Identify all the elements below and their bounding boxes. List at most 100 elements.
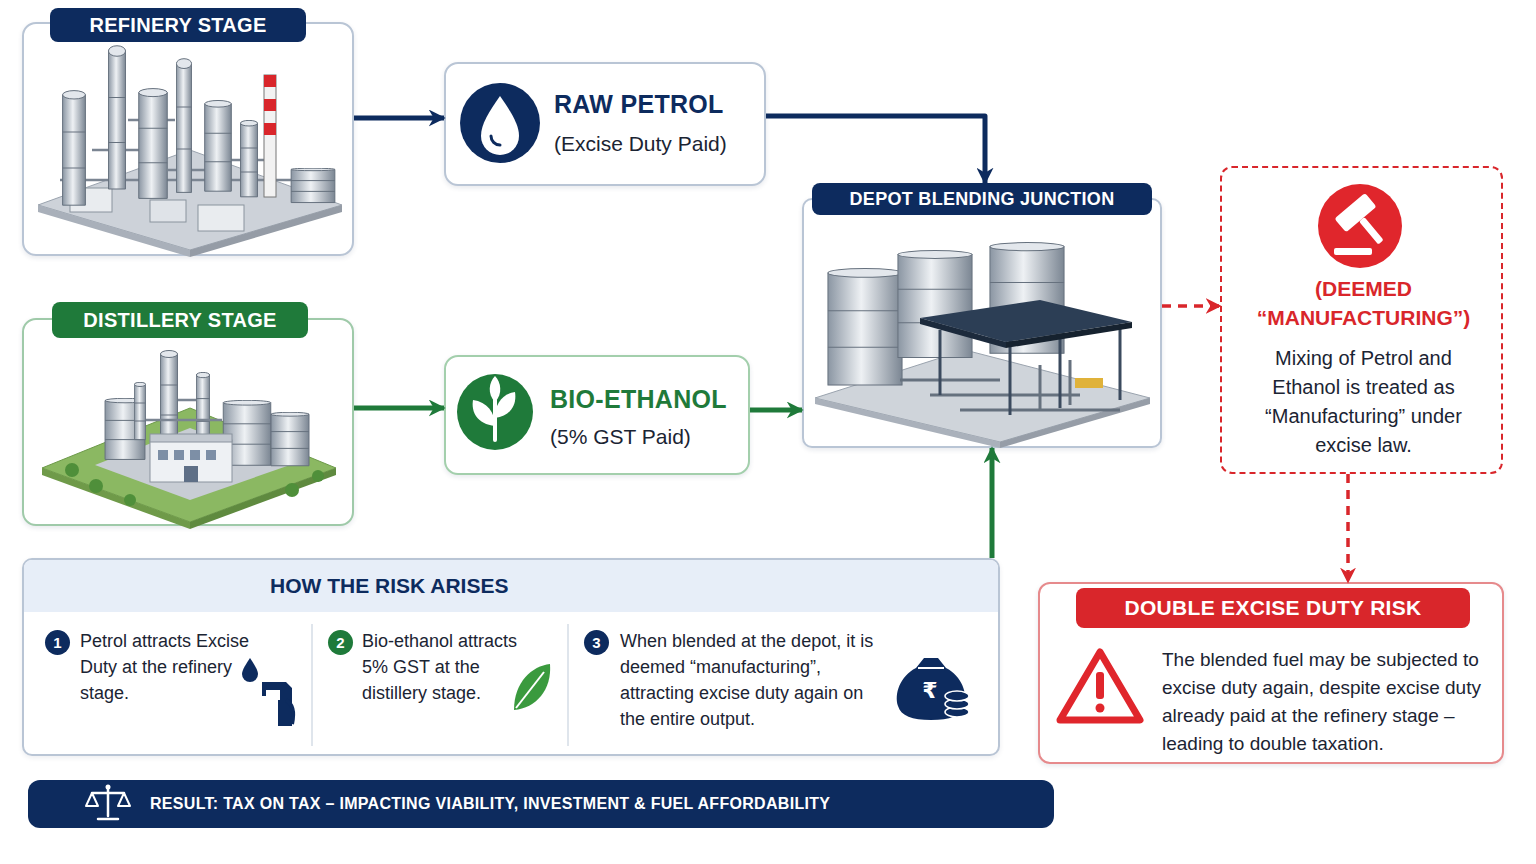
flow-arrow	[766, 116, 985, 183]
refinery-illustration-part	[60, 120, 300, 180]
refinery-illustration-part	[108, 46, 125, 189]
distillery-illustration-part	[184, 466, 198, 482]
sprout-icon-part	[473, 400, 495, 426]
refinery-illustration	[38, 46, 342, 257]
step-text: Petrol attracts Excise Duty at the refin…	[80, 628, 262, 706]
distillery-illustration-part	[89, 479, 103, 493]
callout-body: Mixing of Petrol and Ethanol is treated …	[1256, 344, 1471, 460]
stage-card: DISTILLERY STAGE	[22, 318, 354, 526]
product-title: BIO-ETHANOL	[550, 385, 746, 414]
refinery-illustration-part	[139, 89, 168, 199]
sprout-icon-part	[495, 392, 515, 418]
callout-number: 2	[328, 630, 353, 655]
product-box: BIO-ETHANOL (5% GST Paid)	[444, 355, 750, 475]
distillery-illustration-part	[150, 440, 232, 482]
money-bag-icon-part	[945, 699, 969, 709]
distillery-illustration-part	[105, 398, 145, 459]
refinery-illustration-part	[38, 205, 190, 257]
explanation-panel: HOW THE RISK ARISES 1 Petrol attracts Exci…	[22, 558, 1000, 756]
gavel-icon-part	[1318, 184, 1402, 268]
depot-illustration-part	[1006, 322, 1132, 348]
refinery-illustration-part	[205, 100, 232, 191]
gavel-icon-part-part	[1334, 193, 1376, 233]
distillery-illustration-part	[206, 450, 216, 460]
product-subtitle: (5% GST Paid)	[550, 425, 746, 449]
depot-illustration	[815, 243, 1150, 448]
sprout-icon-part	[457, 374, 533, 450]
distillery-illustration-part	[285, 483, 299, 497]
panel-dividers-part	[567, 624, 569, 746]
distillery-illustration-part	[150, 434, 232, 442]
distillery-illustration-part	[271, 412, 309, 465]
gavel-icon-part	[1334, 193, 1395, 255]
distillery-illustration-part	[190, 450, 200, 460]
flow-arrow	[1162, 304, 1220, 308]
distillery-illustration-part	[158, 450, 168, 460]
fuel-nozzle-icon-part	[242, 658, 258, 682]
depot-illustration-part	[900, 360, 1120, 410]
scales-icon-part	[86, 793, 130, 806]
step-text: When blended at the depot, it is deemed …	[620, 628, 884, 732]
currency-symbol: ₹	[915, 678, 945, 704]
callout-number: 3	[584, 630, 609, 655]
sprout-icon-part	[490, 376, 501, 402]
depot-illustration-part	[815, 398, 1000, 448]
depot-illustration-part	[1000, 398, 1150, 448]
junction-box: DEPOT BLENDING JUNCTION	[802, 183, 1162, 448]
refinery-illustration-part	[63, 91, 86, 206]
product-title: RAW PETROL	[554, 90, 759, 119]
refinery-illustration-part	[291, 168, 335, 202]
fuel-nozzle-icon	[242, 658, 293, 726]
junction-tab: DEPOT BLENDING JUNCTION	[812, 183, 1152, 215]
stage-card: REFINERY STAGE	[22, 22, 354, 256]
distillery-illustration-part	[174, 450, 184, 460]
distillery-illustration-part	[223, 400, 271, 465]
sprout-icon-part	[493, 400, 497, 440]
depot-illustration-part	[990, 243, 1064, 354]
depot-illustration-part	[940, 322, 1120, 415]
depot-illustration-part	[898, 251, 972, 358]
refinery-illustration-part	[150, 200, 186, 222]
scales-icon	[86, 785, 130, 820]
panel-heading: HOW THE RISK ARISES	[24, 560, 998, 612]
distillery-illustration-part	[134, 382, 145, 439]
fuel-nozzle-icon-part	[286, 700, 293, 724]
stage-tab: REFINERY STAGE	[50, 8, 306, 42]
distillery-illustration-part	[146, 400, 222, 420]
depot-illustration-part	[920, 318, 1006, 348]
fuel-drop-icon-part	[481, 96, 519, 155]
distillery-illustration-part	[42, 468, 190, 529]
money-bag-icon-part	[945, 707, 969, 717]
fuel-drop-icon-part	[460, 83, 540, 163]
fuel-nozzle-icon-part	[262, 682, 292, 726]
callout-number: 1	[45, 630, 70, 655]
result-text: RESULT: TAX ON TAX – IMPACTING VIABILITY…	[150, 780, 1045, 828]
depot-illustration-part	[920, 300, 1132, 342]
fuel-drop-icon	[460, 83, 540, 163]
leaf-icon	[514, 664, 550, 710]
gavel-icon-part	[1334, 248, 1372, 255]
stage-tab: DISTILLERY STAGE	[52, 302, 308, 338]
leaf-icon-part	[514, 664, 550, 710]
risk-tab: DOUBLE EXCISE DUTY RISK	[1076, 588, 1470, 628]
sprout-icon	[457, 374, 533, 450]
warning-icon-part	[1096, 704, 1105, 713]
distillery-illustration-part	[190, 468, 336, 529]
fuel-drop-icon-part	[491, 136, 500, 145]
depot-illustration-part	[1075, 378, 1103, 388]
distillery-illustration-part	[312, 470, 324, 482]
risk-box: DOUBLE EXCISE DUTY RISKThe blended fuel …	[1038, 582, 1504, 764]
refinery-illustration-part	[38, 150, 342, 250]
depot-illustration-part	[828, 269, 902, 386]
refinery-illustration-part	[264, 99, 276, 111]
callout-title: (DEEMED “MANUFACTURING”)	[1234, 274, 1493, 332]
refinery-illustration-part	[264, 123, 276, 135]
step-cell: 1 Petrol attracts Excise Duty at the refi…	[42, 622, 310, 747]
product-box: RAW PETROL(Excise Duty Paid)	[444, 62, 766, 186]
refinery-illustration-part	[190, 205, 342, 257]
step-cell: 2Bio-ethanol attracts 5% GST at the dist…	[320, 622, 568, 747]
refinery-illustration-part	[70, 188, 112, 212]
distillery-illustration-part	[124, 494, 136, 506]
